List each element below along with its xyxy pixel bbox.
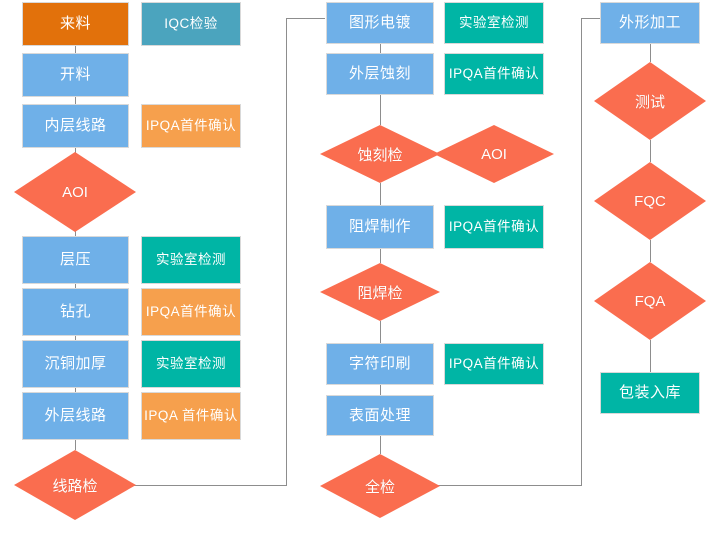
connector-surface-to-full-check: [380, 436, 381, 454]
node-label: 阻焊检: [357, 284, 403, 302]
annotation-label: IPQA首件确认: [448, 219, 540, 235]
annotation-label: IPQA首件确认: [448, 356, 540, 372]
node-label: 字符印刷: [348, 355, 411, 373]
annotation-lab-test-2[interactable]: 实验室检测: [141, 340, 241, 388]
node-label: 线路检: [52, 477, 98, 495]
node-full-inspection[interactable]: 全检: [320, 454, 440, 518]
node-label: 蚀刻检: [357, 146, 403, 164]
node-solder-mask[interactable]: 阻焊制作: [326, 205, 434, 249]
connector-etch-check-to-soldermask: [380, 183, 381, 205]
annotation-ipqa-first-article-5[interactable]: IPQA首件确认: [444, 205, 544, 249]
annotation-label: AOI: [481, 145, 507, 163]
node-label: 钻孔: [59, 303, 91, 321]
node-packing-warehouse[interactable]: 包装入库: [600, 372, 700, 414]
connector-aoi-to-lamination: [75, 230, 76, 236]
node-label: 包装入库: [618, 384, 681, 402]
node-label: 全检: [364, 478, 395, 496]
connector-test-to-fqc: [650, 140, 651, 162]
node-label: 外形加工: [618, 14, 681, 32]
node-outer-layer-etching[interactable]: 外层蚀刻: [326, 53, 434, 95]
node-outer-layer-circuit[interactable]: 外层线路: [22, 392, 129, 440]
node-fqc[interactable]: FQC: [594, 162, 706, 240]
node-circuit-inspection[interactable]: 线路检: [14, 450, 136, 520]
node-drilling[interactable]: 钻孔: [22, 288, 129, 336]
node-legend-printing[interactable]: 字符印刷: [326, 343, 434, 385]
node-cutting[interactable]: 开料: [22, 53, 129, 97]
node-label: 外层蚀刻: [348, 65, 411, 83]
annotation-ipqa-first-article-6[interactable]: IPQA首件确认: [444, 343, 544, 385]
connector-outer-to-circuit-check: [75, 440, 76, 450]
annotation-lab-test-3[interactable]: 实验室检测: [444, 2, 544, 44]
node-aoi-inner[interactable]: AOI: [14, 152, 136, 232]
node-label: 层压: [59, 251, 91, 269]
node-label: 沉铜加厚: [44, 355, 107, 373]
annotation-iqc-inspection[interactable]: IQC检验: [141, 2, 241, 46]
annotation-label: IPQA首件确认: [145, 304, 237, 320]
connector-legend-to-surface: [380, 385, 381, 395]
node-label: 图形电镀: [348, 14, 411, 32]
annotation-label: 实验室检测: [459, 15, 529, 31]
annotation-label: IPQA首件确认: [145, 118, 237, 134]
connector-into-pattern-plating: [286, 18, 325, 19]
annotation-label: IQC检验: [164, 16, 218, 32]
connector-check-to-legend: [380, 321, 381, 343]
node-etching-inspection[interactable]: 蚀刻检: [320, 125, 440, 183]
annotation-ipqa-first-article-1[interactable]: IPQA首件确认: [141, 104, 241, 148]
connector-into-profiling: [581, 18, 600, 19]
annotation-label: 实验室检测: [156, 252, 226, 268]
annotation-ipqa-first-article-4[interactable]: IPQA首件确认: [444, 53, 544, 95]
annotation-ipqa-first-article-2[interactable]: IPQA首件确认: [141, 288, 241, 336]
node-label: 表面处理: [348, 406, 411, 424]
connector-etching-to-etch-check: [380, 95, 381, 125]
node-inner-layer-circuit[interactable]: 内层线路: [22, 104, 129, 148]
connector-full-check-up: [581, 18, 582, 486]
connector-fqa-to-packing: [650, 340, 651, 372]
connector-drilling-to-copper: [75, 336, 76, 340]
node-label: AOI: [62, 183, 88, 201]
node-label: 外层线路: [44, 407, 107, 425]
annotation-label: IPQA首件确认: [448, 66, 540, 82]
node-electrical-test[interactable]: 测试: [594, 62, 706, 140]
node-label: FQC: [634, 192, 666, 210]
connector-circuit-check-right: [113, 485, 286, 486]
connector-circuit-check-up: [286, 18, 287, 486]
node-fqa[interactable]: FQA: [594, 262, 706, 340]
node-pattern-plating[interactable]: 图形电镀: [326, 2, 434, 44]
connector-copper-to-outer: [75, 388, 76, 392]
node-incoming-material[interactable]: 来料: [22, 2, 129, 46]
annotation-lab-test-1[interactable]: 实验室检测: [141, 236, 241, 284]
node-lamination[interactable]: 层压: [22, 236, 129, 284]
annotation-label: 实验室检测: [156, 356, 226, 372]
connector-full-check-right: [438, 485, 581, 486]
connector-cutting-to-inner: [75, 97, 76, 104]
node-label: 来料: [59, 15, 91, 33]
node-label: 开料: [59, 66, 91, 84]
connector-plating-to-etching: [380, 44, 381, 54]
connector-profiling-to-test: [650, 44, 651, 62]
connector-soldermask-to-check: [380, 249, 381, 263]
node-profiling[interactable]: 外形加工: [600, 2, 700, 44]
node-copper-deposition[interactable]: 沉铜加厚: [22, 340, 129, 388]
node-label: 阻焊制作: [348, 218, 411, 236]
annotation-aoi-outer[interactable]: AOI: [434, 125, 554, 183]
node-surface-finish[interactable]: 表面处理: [326, 395, 434, 436]
connector-incoming-to-cutting: [75, 46, 76, 53]
node-label: 内层线路: [44, 117, 107, 135]
connector-lamination-to-drilling: [75, 284, 76, 288]
connector-fqc-to-fqa: [650, 240, 651, 262]
node-label: 测试: [634, 93, 665, 111]
annotation-label: IPQA 首件确认: [144, 408, 238, 424]
annotation-ipqa-first-article-3[interactable]: IPQA 首件确认: [141, 392, 241, 440]
connector-inner-to-aoi: [75, 148, 76, 154]
node-label: FQA: [634, 292, 666, 310]
node-solder-mask-check[interactable]: 阻焊检: [320, 263, 440, 321]
